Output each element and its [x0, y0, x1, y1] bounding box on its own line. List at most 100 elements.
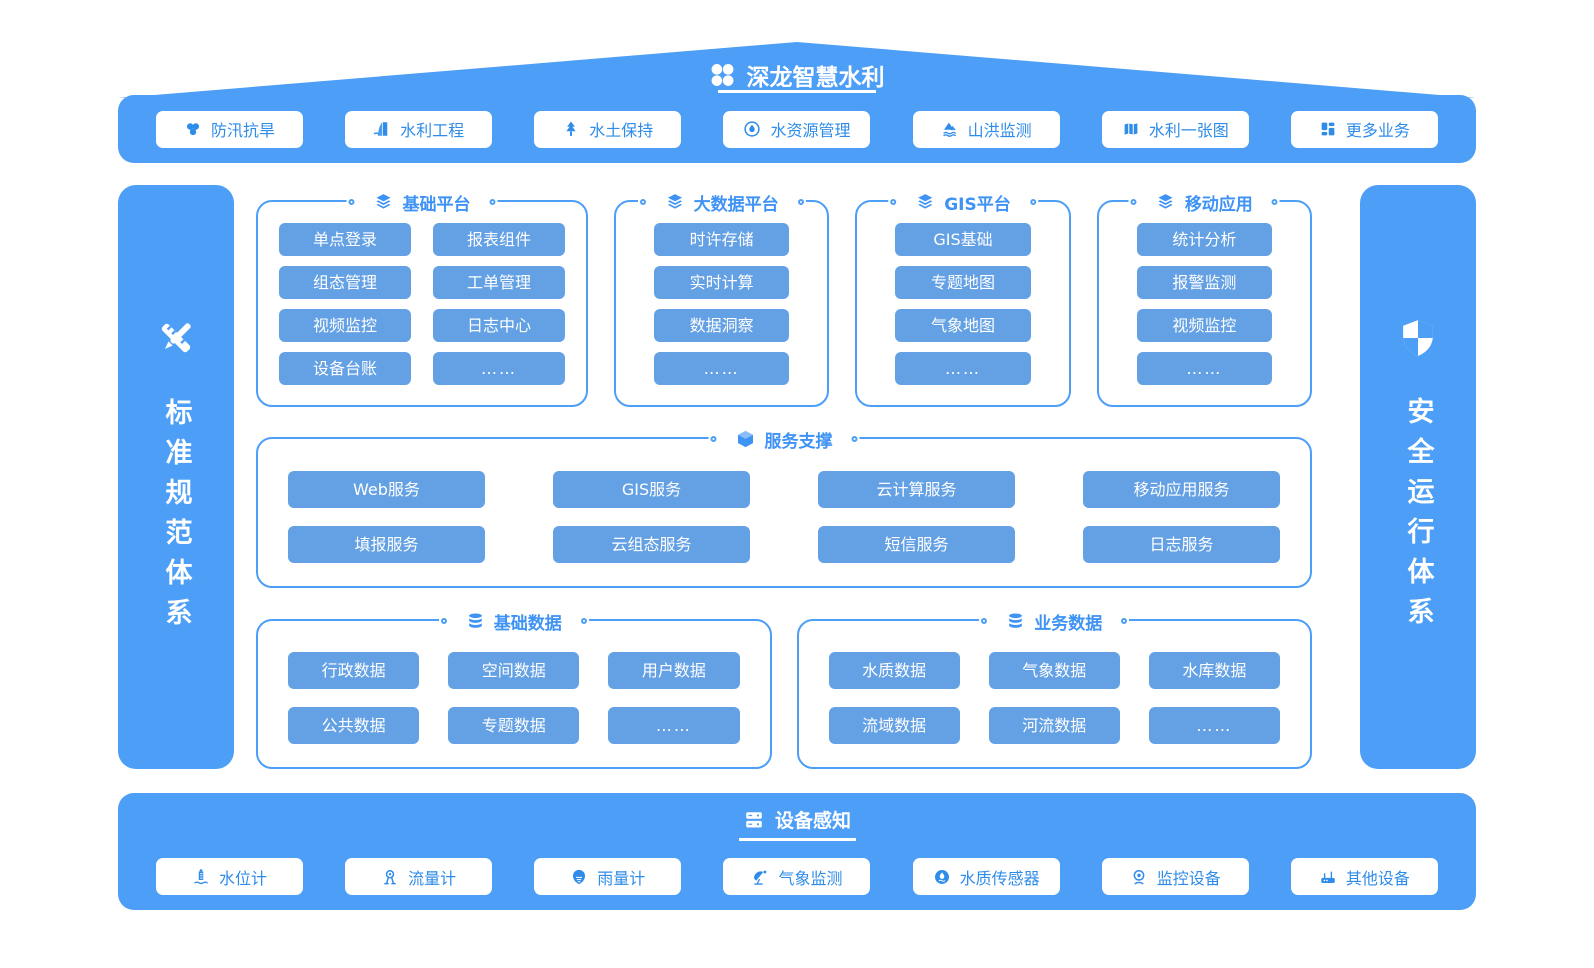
module-chip[interactable]: 专题地图: [895, 266, 1031, 299]
footer-title-underline: [738, 838, 856, 841]
standards-sidebar: 标准规范体系: [118, 185, 234, 769]
device-label: 水质传感器: [959, 868, 1040, 888]
panel-bigdata-platform: 大数据平台 时许存储 实时计算 数据洞察 ……: [614, 187, 830, 407]
module-chip[interactable]: 时许存储: [654, 223, 790, 256]
module-chip[interactable]: 统计分析: [1136, 223, 1272, 256]
data-chip-ellipsis: ……: [1148, 707, 1280, 744]
device-other[interactable]: 其他设备: [1290, 858, 1438, 895]
data-chip[interactable]: 河流数据: [988, 707, 1120, 744]
data-chip[interactable]: 专题数据: [448, 707, 580, 744]
nav-water-resource[interactable]: 水资源管理: [723, 110, 871, 148]
service-chip[interactable]: 填报服务: [288, 526, 485, 563]
ruler-pen-icon: [154, 316, 198, 360]
nav-label: 水利一张图: [1148, 121, 1229, 140]
header-dot: [489, 199, 496, 205]
header-dot: [851, 436, 858, 442]
nav-water-project[interactable]: 水利工程: [345, 110, 493, 148]
layers-icon: [915, 192, 935, 212]
header-dot: [639, 199, 646, 205]
module-chip[interactable]: 日志中心: [433, 309, 565, 342]
device-water-quality[interactable]: 水质传感器: [912, 858, 1060, 895]
panel-title: 移动应用: [1184, 194, 1253, 215]
satellite-dish-icon: [751, 868, 769, 886]
header-dot: [348, 199, 355, 205]
module-chip[interactable]: 报警监测: [1136, 266, 1272, 299]
device-label: 流量计: [408, 868, 457, 888]
service-chip[interactable]: Web服务: [288, 471, 485, 508]
service-chip[interactable]: 云组态服务: [553, 526, 750, 563]
data-chip[interactable]: 水库数据: [1148, 652, 1280, 689]
header-dot: [1121, 618, 1128, 624]
header-dot: [1130, 199, 1137, 205]
data-chip[interactable]: 水质数据: [828, 652, 960, 689]
router-icon: [1319, 868, 1337, 886]
device-camera[interactable]: 监控设备: [1101, 858, 1249, 895]
service-chip[interactable]: 云计算服务: [818, 471, 1015, 508]
nav-label: 水土保持: [589, 121, 654, 140]
nav-soil-conservation[interactable]: 水土保持: [534, 110, 682, 148]
data-row: 基础数据 行政数据 空间数据 用户数据 公共数据 专题数据 ……: [256, 606, 1312, 769]
device-weather-monitor[interactable]: 气象监测: [723, 858, 871, 895]
nav-label: 山洪监测: [967, 121, 1032, 140]
module-chip[interactable]: 组态管理: [279, 266, 411, 299]
panel-title: 基础数据: [493, 613, 562, 634]
top-nav-bar: 防汛抗旱 水利工程 水土保持: [118, 95, 1476, 163]
site-title-underline: [718, 90, 876, 93]
device-water-level[interactable]: 水位计: [156, 858, 303, 895]
panel-basic-platform: 基础平台 单点登录 报表组件 组态管理 工单管理 视频监控 日志中心 设备台账 …: [256, 187, 588, 407]
nav-flood-drought[interactable]: 防汛抗旱: [156, 110, 303, 148]
module-chip[interactable]: 工单管理: [433, 266, 565, 299]
water-level-icon: [192, 868, 210, 886]
water-quality-icon: [933, 868, 951, 886]
module-chip[interactable]: 视频监控: [279, 309, 411, 342]
security-sidebar-label: 安全运行体系: [1402, 397, 1434, 637]
device-label: 水位计: [218, 868, 267, 888]
panel-basic-data: 基础数据 行政数据 空间数据 用户数据 公共数据 专题数据 ……: [256, 606, 772, 769]
panel-header: 服务支撑: [708, 424, 860, 454]
module-chip[interactable]: 数据洞察: [654, 309, 790, 342]
dam-icon: [373, 120, 391, 138]
service-chip[interactable]: GIS服务: [553, 471, 750, 508]
panel-mobile-app: 移动应用 统计分析 报警监测 视频监控 ……: [1096, 187, 1312, 407]
device-flow-meter[interactable]: 流量计: [345, 858, 493, 895]
service-chip[interactable]: 日志服务: [1083, 526, 1280, 563]
header-dot: [797, 199, 804, 205]
nav-more-business[interactable]: 更多业务: [1290, 110, 1438, 148]
data-chip[interactable]: 用户数据: [608, 652, 740, 689]
device-label: 其他设备: [1345, 868, 1410, 888]
header-dot: [981, 618, 988, 624]
nav-mountain-flood[interactable]: 山洪监测: [912, 110, 1060, 148]
module-chip-ellipsis: ……: [433, 352, 565, 385]
device-label: 雨量计: [597, 868, 646, 888]
device-rain-gauge[interactable]: 雨量计: [534, 858, 682, 895]
header-dot: [580, 618, 587, 624]
data-chip[interactable]: 空间数据: [448, 652, 580, 689]
module-chip[interactable]: 设备台账: [279, 352, 411, 385]
panel-header: GIS平台: [888, 187, 1038, 217]
data-chip[interactable]: 公共数据: [288, 707, 420, 744]
module-chip[interactable]: 实时计算: [654, 266, 790, 299]
module-chip-ellipsis: ……: [1136, 352, 1272, 385]
module-chip[interactable]: 单点登录: [279, 223, 411, 256]
map-icon: [1122, 120, 1140, 138]
panel-header: 大数据平台: [637, 187, 806, 217]
standards-sidebar-label: 标准规范体系: [160, 398, 192, 638]
service-chip[interactable]: 短信服务: [818, 526, 1015, 563]
layers-icon: [1156, 192, 1176, 212]
data-chip[interactable]: 流域数据: [828, 707, 960, 744]
module-chip[interactable]: GIS基础: [895, 223, 1031, 256]
panel-title: 业务数据: [1034, 613, 1103, 634]
module-chip[interactable]: 气象地图: [895, 309, 1031, 342]
service-chip[interactable]: 移动应用服务: [1083, 471, 1280, 508]
server-icon: [743, 809, 765, 831]
header-dot: [1029, 199, 1036, 205]
data-chip[interactable]: 气象数据: [988, 652, 1120, 689]
platforms-row: 基础平台 单点登录 报表组件 组态管理 工单管理 视频监控 日志中心 设备台账 …: [256, 187, 1312, 407]
nav-water-map[interactable]: 水利一张图: [1101, 110, 1249, 148]
data-chip[interactable]: 行政数据: [288, 652, 420, 689]
module-chip[interactable]: 视频监控: [1136, 309, 1272, 342]
layers-icon: [374, 192, 394, 212]
module-chip[interactable]: 报表组件: [433, 223, 565, 256]
footer-title: 设备感知: [118, 793, 1476, 833]
device-buttons-row: 水位计 流量计 雨量计: [118, 858, 1476, 895]
